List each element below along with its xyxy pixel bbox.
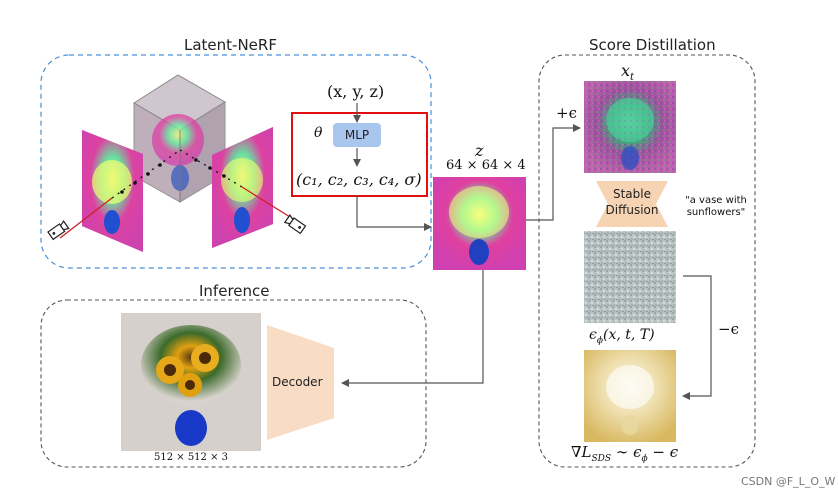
xt-symbol: x xyxy=(621,61,631,80)
nerf-input-coords: (x, y, z) xyxy=(327,82,385,101)
grad-rhs-subscript: ϕ xyxy=(641,454,648,464)
xt-label: xt xyxy=(621,61,634,83)
score-distillation-title: Score Distillation xyxy=(589,36,716,54)
mlp-block: MLP xyxy=(333,123,381,147)
latent-nerf-panel xyxy=(40,54,432,269)
output-size-label: 512 × 512 × 3 xyxy=(154,452,229,463)
decoder-block xyxy=(267,325,334,440)
grad-subscript: SDS xyxy=(591,454,611,464)
nerf-output-values: (c₁, c₂, c₃, c₄, σ) xyxy=(296,170,422,189)
eps-symbol: ϵ xyxy=(589,327,597,343)
left-view-image xyxy=(82,130,143,252)
latent-z-image xyxy=(433,177,526,270)
eps-phi-label: ϵϕ(x, t, T) xyxy=(589,327,655,346)
sds-gradient-formula: ∇LSDS ∼ ϵϕ − ϵ xyxy=(571,443,678,464)
grad-rhs-tail: − ϵ xyxy=(647,443,679,461)
predicted-noise-image xyxy=(584,231,676,323)
prompt-line-2: sunflowers" xyxy=(686,207,746,218)
prompt-line-1: "a vase with xyxy=(685,195,747,206)
xt-subscript: t xyxy=(630,72,635,84)
eps-subscript: ϕ xyxy=(596,335,603,346)
minus-epsilon-label: −ϵ xyxy=(718,320,739,338)
theta-label: θ xyxy=(314,125,323,141)
noisy-xt-image xyxy=(584,81,676,173)
inference-title: Inference xyxy=(199,282,270,300)
nerf-volume-cube xyxy=(133,74,226,203)
score-distillation-panel xyxy=(538,54,756,468)
text-prompt: "a vase with sunflowers" xyxy=(681,195,751,219)
eps-args: (x, t, T) xyxy=(602,327,655,343)
mlp-highlight-box xyxy=(291,112,428,197)
latent-z-symbol: z xyxy=(475,141,484,160)
latent-nerf-title: Latent-NeRF xyxy=(184,36,277,54)
grad-symbol: ∇L xyxy=(571,443,592,461)
decoder-label: Decoder xyxy=(272,375,323,389)
decoded-output-image xyxy=(121,313,261,451)
camera-icon xyxy=(283,214,307,235)
mlp-label: MLP xyxy=(344,128,370,142)
plus-epsilon-label: +ϵ xyxy=(556,104,577,122)
stable-diffusion-label: Stable Diffusion xyxy=(604,186,660,218)
sds-gradient-image xyxy=(584,350,676,442)
grad-rhs: ∼ ϵ xyxy=(610,443,642,461)
stable-diffusion-line-1: Stable xyxy=(612,187,651,201)
stable-diffusion-line-2: Diffusion xyxy=(605,203,659,217)
latent-size-label: 64 × 64 × 4 xyxy=(446,158,526,173)
camera-icon xyxy=(47,220,70,241)
inference-panel xyxy=(40,299,427,468)
stable-diffusion-block xyxy=(596,181,668,227)
watermark: CSDN @F_L_O_W xyxy=(741,475,836,488)
